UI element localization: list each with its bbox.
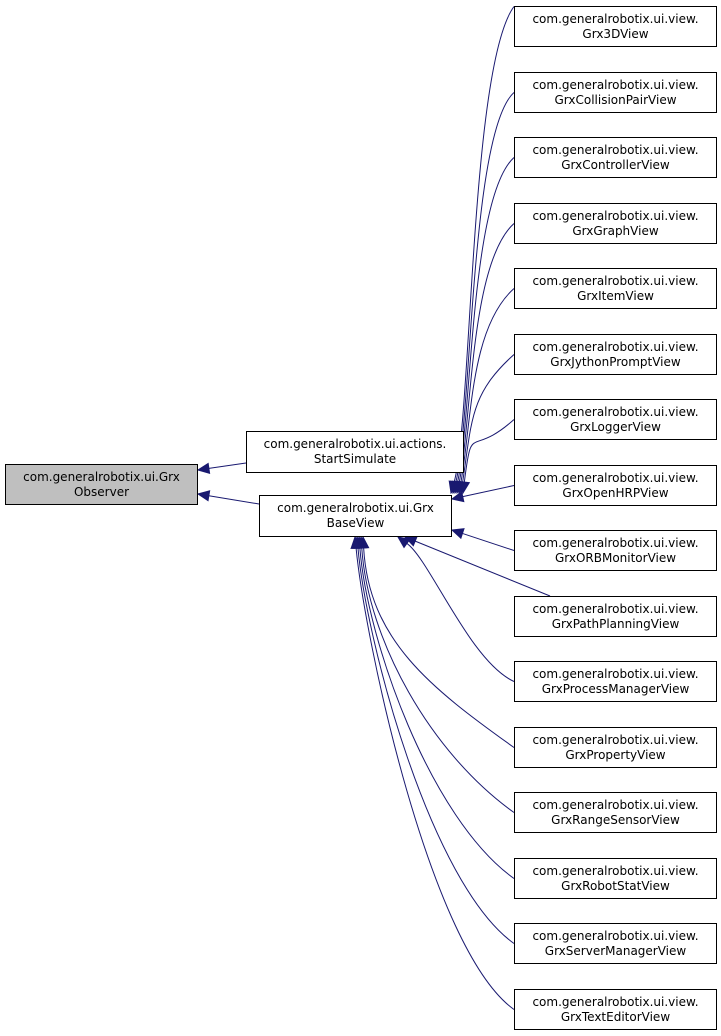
node-label-line2: GrxPropertyView [565,747,666,762]
node-view-grxitemview[interactable]: com.generalrobotix.ui.view.GrxItemView [514,268,717,309]
edge-grxtexteditorview-to-baseview-arrowhead [350,535,362,550]
edge-grxpathplanningview-to-baseview [415,540,551,597]
node-label-line1: com.generalrobotix.ui.view. [532,339,699,354]
node-label-line2: GrxControllerView [561,157,670,172]
node-label-line2: GrxRobotStatView [561,878,670,893]
node-label-line2: GrxProcessManagerView [541,681,690,696]
node-label-line2: Grx3DView [582,26,649,41]
node-label-line1: com.generalrobotix.ui.Grx [23,469,180,484]
edge-startsimulate-to-observer [208,462,247,469]
node-label-line1: com.generalrobotix.ui.view. [532,994,699,1009]
node-label-line1: com.generalrobotix.ui.view. [532,535,699,550]
node-view-grxrangesensorview[interactable]: com.generalrobotix.ui.view.GrxRangeSenso… [514,792,717,833]
node-view-grxgraphview[interactable]: com.generalrobotix.ui.view.GrxGraphView [514,203,717,244]
node-label-line2: StartSimulate [313,452,397,466]
node-label-line1: com.generalrobotix.ui.Grx [277,501,434,515]
node-view-grxloggerview[interactable]: com.generalrobotix.ui.view.GrxLoggerView [514,399,717,440]
node-label-line1: com.generalrobotix.ui.actions. [263,437,447,451]
node-label-line2: GrxRangeSensorView [551,812,680,827]
edge-grx3dview-to-baseview [453,6,515,483]
node-view-grxtexteditorview[interactable]: com.generalrobotix.ui.view.GrxTextEditor… [514,989,717,1030]
node-label-line2: GrxServerManagerView [544,943,687,958]
edge-grxprocessmanagerview-to-baseview-arrowhead [397,536,411,549]
node-label-line2: GrxLoggerView [570,419,661,434]
node-view-grxcontrollerview[interactable]: com.generalrobotix.ui.view.GrxController… [514,137,717,178]
edge-grxitemview-to-baseview [460,288,515,483]
edge-baseview-to-observer [208,495,260,505]
node-label-line2: GrxGraphView [572,223,659,238]
node-view-grxpropertyview[interactable]: com.generalrobotix.ui.view.GrxPropertyVi… [514,727,717,768]
edge-grxrobotstatview-to-baseview [359,547,515,879]
edge-baseview-to-observer-arrowhead [196,490,211,502]
node-label-line1: com.generalrobotix.ui.view. [532,797,699,812]
node-view-grxprocessmanagerview[interactable]: com.generalrobotix.ui.view.GrxProcessMan… [514,661,717,702]
edge-grxorbmonitorview-to-baseview [462,532,515,551]
node-label-line1: com.generalrobotix.ui.view. [532,666,699,681]
node-view-grxjythonpromptview[interactable]: com.generalrobotix.ui.view.GrxJythonProm… [514,334,717,375]
node-label-line1: com.generalrobotix.ui.view. [532,273,699,288]
node-view-grxpathplanningview[interactable]: com.generalrobotix.ui.view.GrxPathPlanni… [514,596,717,637]
node-label-line2: GrxTextEditorView [560,1009,671,1024]
node-view-grxservermanagerview[interactable]: com.generalrobotix.ui.view.GrxServerMana… [514,923,717,964]
edge-grxorbmonitorview-to-baseview-arrowhead [450,528,465,540]
node-view-grxrobotstatview[interactable]: com.generalrobotix.ui.view.GrxRobotStatV… [514,858,717,899]
edge-grxpropertyview-to-baseview [363,547,515,748]
node-start-simulate[interactable]: com.generalrobotix.ui.actions. StartSimu… [246,431,464,473]
node-label-line2: GrxOpenHRPView [562,485,669,500]
edge-grxjythonpromptview-to-baseview [462,354,515,483]
node-grx-base-view[interactable]: com.generalrobotix.ui.Grx BaseView [259,495,452,537]
edge-startsimulate-to-observer-arrowhead [196,462,211,475]
node-label-line2: GrxORBMonitorView [554,550,677,565]
edge-grxopenhrpview-to-baseview [462,485,515,498]
edge-grxtexteditorview-to-baseview [355,547,515,1010]
node-grx-observer: com.generalrobotix.ui.Grx Observer [5,464,198,505]
node-label-line2: BaseView [326,516,385,530]
node-label-line1: com.generalrobotix.ui.view. [532,928,699,943]
node-view-grx3dview[interactable]: com.generalrobotix.ui.view.Grx3DView [514,6,717,47]
node-label-line1: com.generalrobotix.ui.view. [532,11,699,26]
node-label-line1: com.generalrobotix.ui.view. [532,77,699,92]
node-label-line1: com.generalrobotix.ui.view. [532,470,699,485]
edge-grxservermanagerview-to-baseview [357,547,515,944]
node-view-grxorbmonitorview[interactable]: com.generalrobotix.ui.view.GrxORBMonitor… [514,530,717,571]
node-view-grxcollisionpairview[interactable]: com.generalrobotix.ui.view.GrxCollisionP… [514,72,717,113]
node-label-line2: GrxCollisionPairView [554,92,677,107]
node-label-line2: GrxItemView [577,288,654,303]
node-label-line2: GrxJythonPromptView [550,354,681,369]
node-label-line1: com.generalrobotix.ui.view. [532,404,699,419]
edge-grxprocessmanagerview-to-baseview [406,543,515,682]
edge-grxrangesensorview-to-baseview [361,547,515,813]
node-label-line1: com.generalrobotix.ui.view. [532,208,699,223]
edge-grxloggerview-to-baseview [463,419,515,483]
node-label-line1: com.generalrobotix.ui.view. [532,601,699,616]
node-label-line1: com.generalrobotix.ui.view. [532,863,699,878]
node-label-line1: com.generalrobotix.ui.view. [532,142,699,157]
node-label-line1: com.generalrobotix.ui.view. [532,732,699,747]
edge-grxopenhrpview-to-baseview-arrowhead [450,490,465,503]
node-label-line2: GrxPathPlanningView [551,616,680,631]
node-view-grxopenhrpview[interactable]: com.generalrobotix.ui.view.GrxOpenHRPVie… [514,465,717,506]
node-label-line2: Observer [73,484,130,499]
